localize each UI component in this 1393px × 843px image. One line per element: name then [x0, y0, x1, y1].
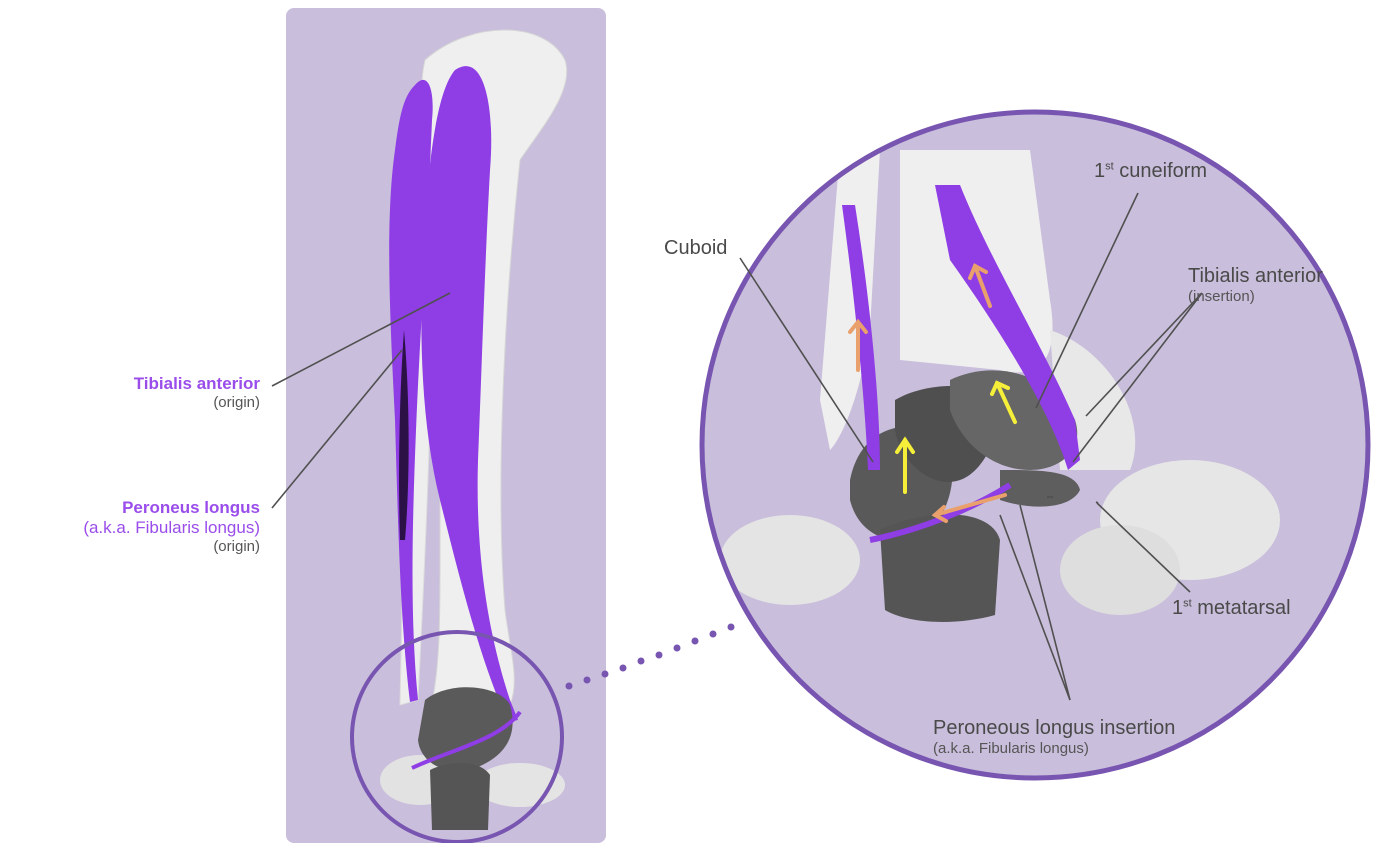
metatarsal-ordinal: st: [1183, 597, 1192, 609]
peroneus-insertion-name: Peroneous longus insertion: [933, 717, 1175, 740]
label-first-cuneiform: 1st cuneiform: [1094, 160, 1207, 183]
label-peroneus-insertion: Peroneous longus insertion (a.k.a. Fibul…: [933, 717, 1175, 757]
leg-panel: [286, 8, 606, 843]
peroneus-origin-aka: (a.k.a. Fibularis longus): [83, 518, 260, 538]
tibialis-insertion-name: Tibialis anterior: [1188, 265, 1323, 288]
label-cuboid: Cuboid: [664, 237, 727, 260]
peroneus-insertion-note: (a.k.a. Fibularis longus): [933, 740, 1175, 757]
label-tibialis-origin: Tibialis anterior (origin): [134, 374, 260, 411]
metatarsal-text: metatarsal: [1197, 597, 1290, 619]
tibialis-origin-name: Tibialis anterior: [134, 374, 260, 394]
cuneiform-ordinal: st: [1105, 160, 1114, 172]
tibialis-origin-note: (origin): [134, 394, 260, 411]
cuneiform-text: cuneiform: [1119, 160, 1207, 182]
peroneus-origin-note: (origin): [83, 538, 260, 555]
tibialis-insertion-note: (insertion): [1188, 288, 1323, 305]
label-tibialis-insertion: Tibialis anterior (insertion): [1188, 265, 1323, 305]
label-first-metatarsal: 1st metatarsal: [1172, 597, 1291, 620]
label-peroneus-origin: Peroneus longus (a.k.a. Fibularis longus…: [83, 498, 260, 555]
zoomed-foot: [702, 112, 1368, 778]
metatarsal-number: 1: [1172, 597, 1183, 619]
cuneiform-number: 1: [1094, 160, 1105, 182]
peroneus-origin-name: Peroneus longus: [83, 498, 260, 518]
